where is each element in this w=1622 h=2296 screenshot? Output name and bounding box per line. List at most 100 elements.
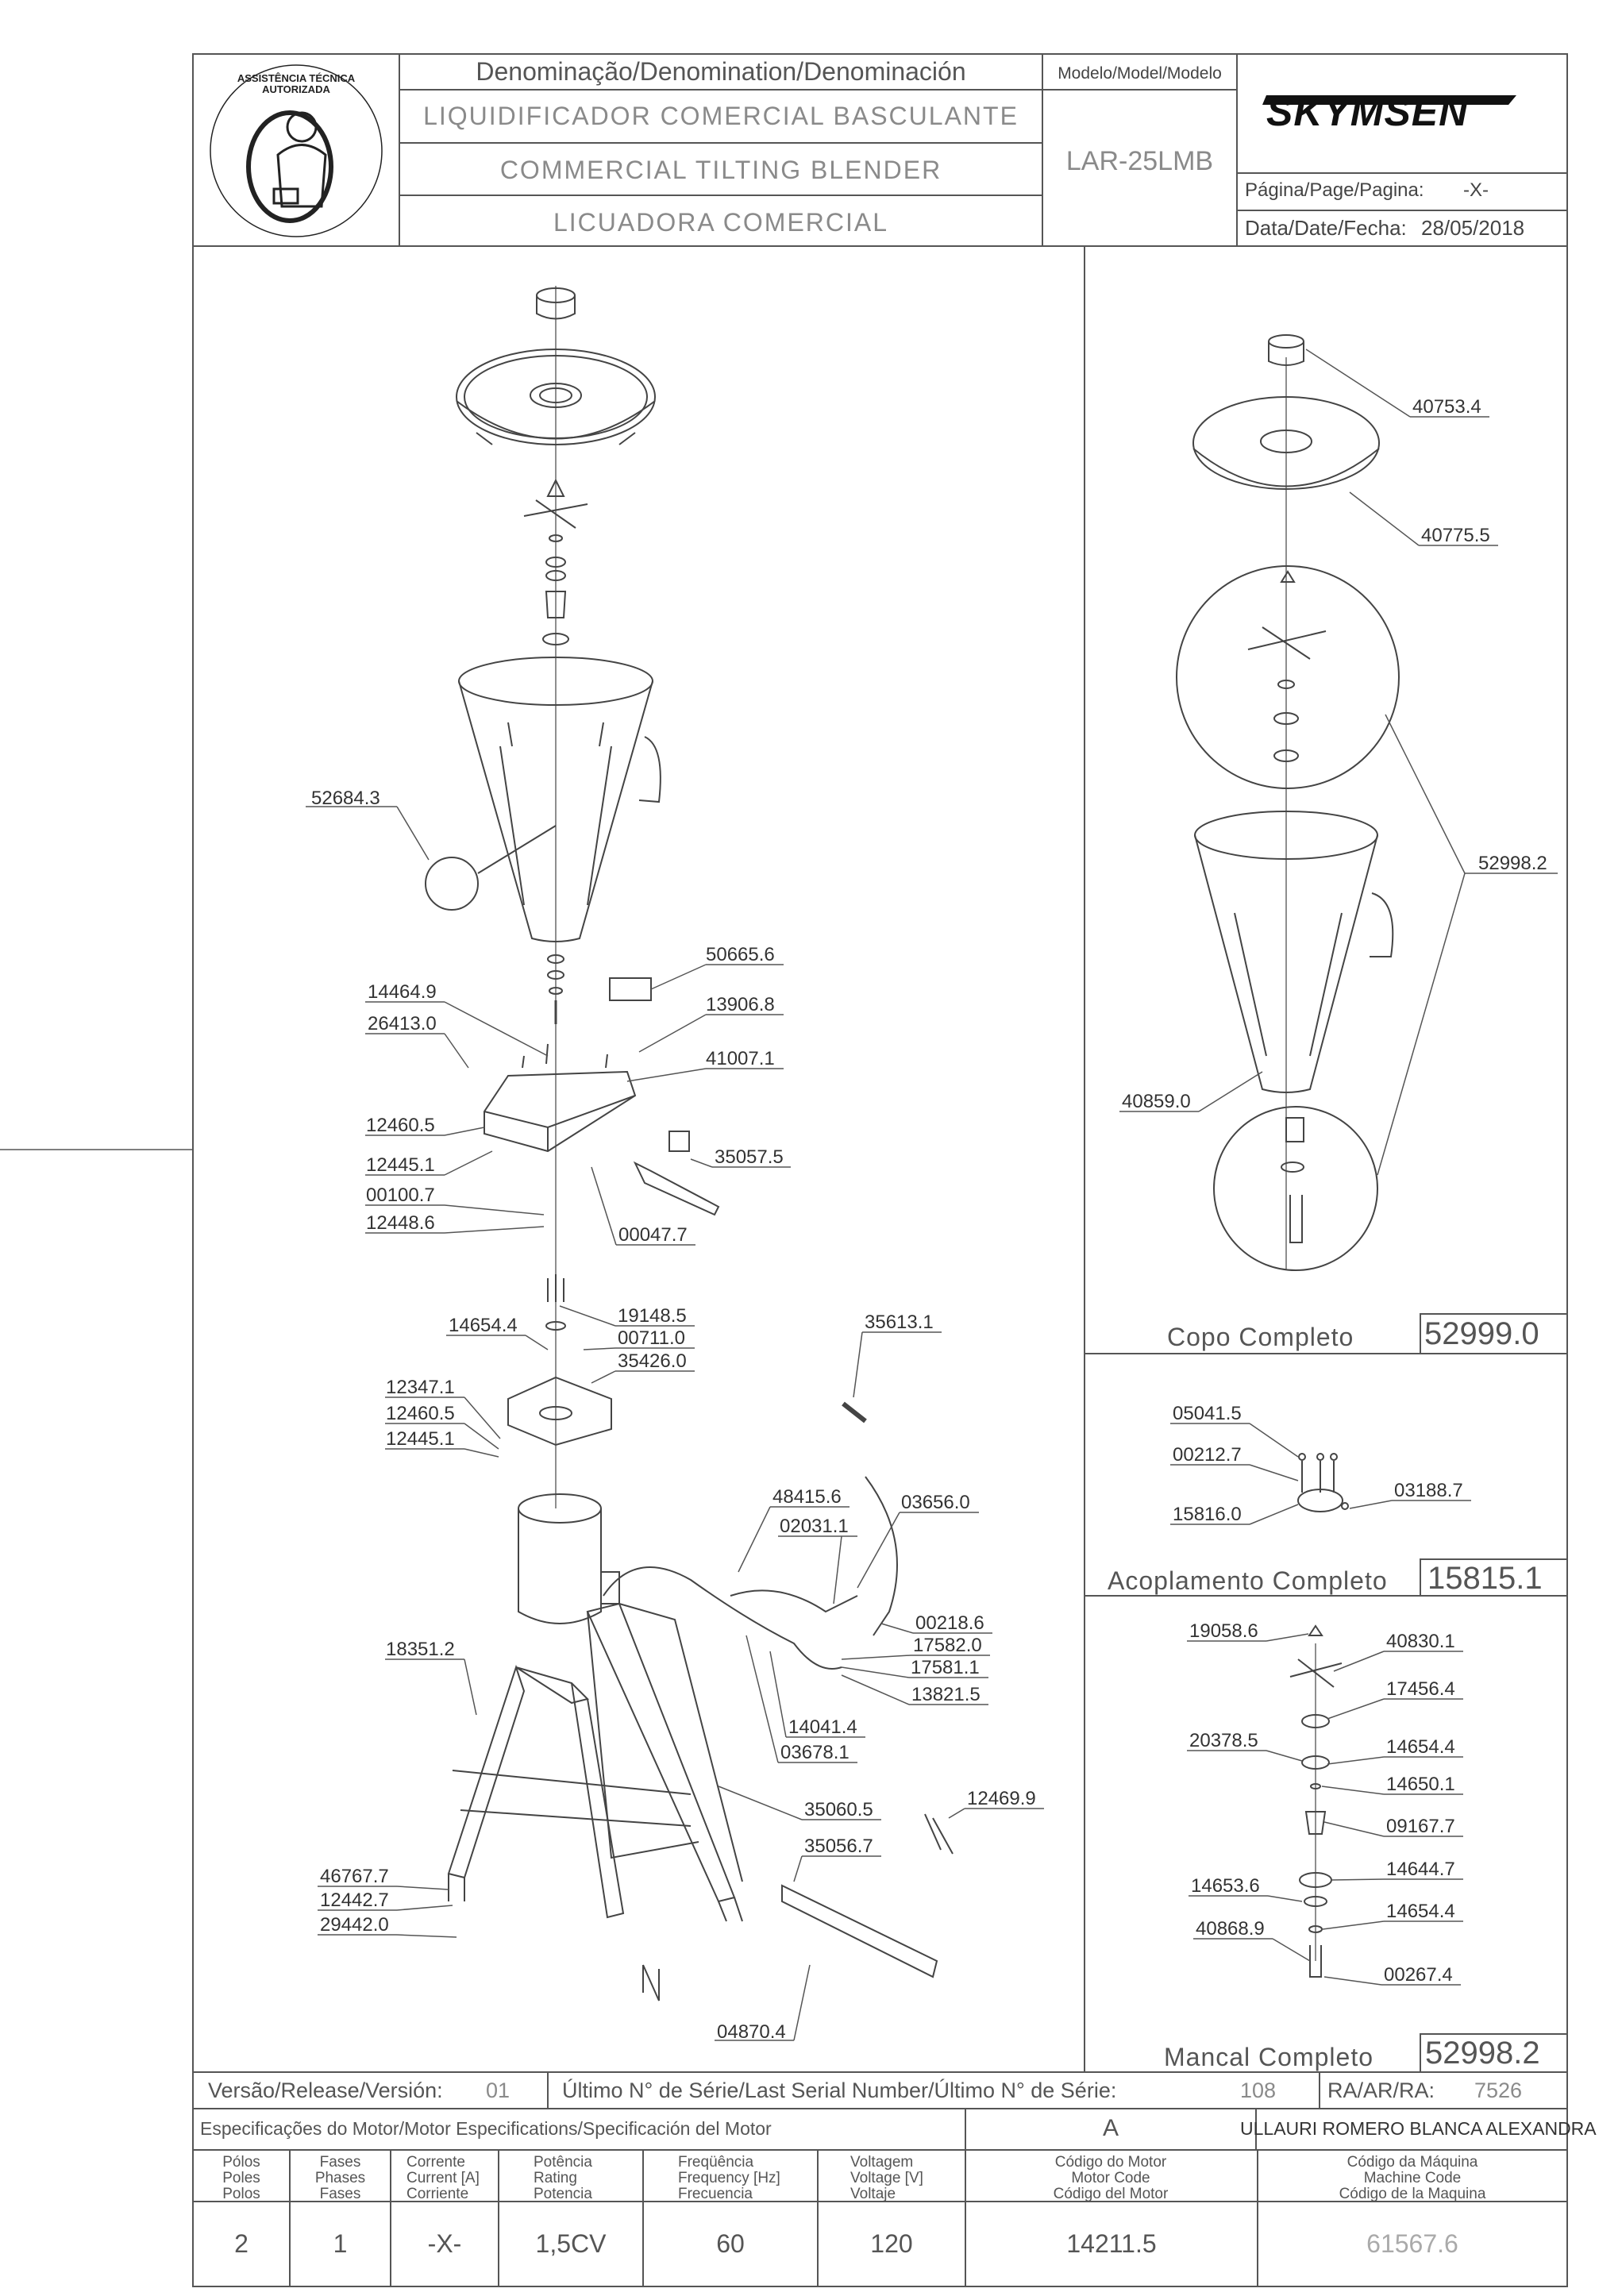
date-label: Data/Date/Fecha:: [1245, 216, 1407, 240]
product-name-es: LICUADORA COMERCIAL: [553, 208, 889, 237]
drawing-author: ULLAURI ROMERO BLANCA ALEXANDRA: [1240, 2118, 1597, 2139]
model-label: Modelo/Model/Modelo: [1058, 64, 1222, 83]
part-label: 12445.1: [386, 1428, 455, 1450]
part-label: 00711.0: [618, 1327, 685, 1349]
part-label: 02031.1: [780, 1516, 849, 1537]
main-leader-lines: [306, 806, 1044, 2041]
part-label: 52684.3: [311, 788, 380, 809]
version-value: 01: [486, 2078, 510, 2102]
phases-value: 1: [333, 2229, 348, 2258]
ra-label: RA/AR/RA:: [1327, 2078, 1435, 2102]
authorized-service-seal: [210, 64, 383, 237]
mancal-code: 52998.2: [1425, 2036, 1540, 2071]
part-label: 13821.5: [911, 1684, 981, 1705]
acoplamento-part-label: 15816.0: [1173, 1504, 1242, 1525]
copo-title: Copo Completo: [1167, 1323, 1354, 1351]
part-label: 00047.7: [618, 1224, 688, 1246]
motor-spec-label: Especificações do Motor/Motor Especifica…: [200, 2118, 772, 2139]
part-label: 03656.0: [901, 1492, 970, 1513]
acoplamento-part-label: 05041.5: [1173, 1403, 1242, 1424]
mancal-part-label: 14644.7: [1386, 1859, 1455, 1880]
part-label: 35056.7: [804, 1836, 873, 1857]
acoplamento-title: Acoplamento Completo: [1108, 1566, 1388, 1595]
mancal-drawing: [1289, 1624, 1343, 1978]
part-label: 04870.4: [717, 2021, 786, 2043]
part-label: 14041.4: [788, 1716, 857, 1738]
voltage-value: 120: [870, 2229, 913, 2258]
acoplamento-part-label: 00212.7: [1173, 1444, 1242, 1466]
mancal-title: Mancal Completo: [1164, 2043, 1373, 2071]
mancal-part-label: 17456.4: [1386, 1678, 1455, 1700]
revision-letter: A: [1102, 2115, 1119, 2141]
mancal-part-label: 19058.6: [1189, 1620, 1258, 1642]
part-label: 12442.7: [320, 1890, 389, 1911]
current-value: -X-: [427, 2229, 462, 2258]
part-label: 19148.5: [618, 1305, 687, 1327]
copo-part-label: 40775.5: [1421, 525, 1490, 546]
part-label: 03678.1: [780, 1742, 850, 1763]
page-label: Página/Page/Pagina:: [1245, 179, 1424, 201]
part-label: 00100.7: [366, 1185, 435, 1206]
date-value: 28/05/2018: [1421, 216, 1525, 240]
mancal-leader-lines: [1187, 1633, 1463, 1986]
acoplamento-drawing: [1297, 1453, 1349, 1512]
acoplamento-leader-lines: [1170, 1423, 1471, 1525]
part-label: 12448.6: [366, 1212, 435, 1234]
part-label: 35613.1: [865, 1312, 934, 1333]
part-label: 35060.5: [804, 1799, 873, 1820]
brand-name: SKYMSEN: [1266, 90, 1469, 134]
mancal-part-label: 20378.5: [1189, 1730, 1258, 1751]
product-name-en: COMMERCIAL TILTING BLENDER: [499, 156, 942, 184]
mancal-part-label: 14654.4: [1386, 1901, 1455, 1922]
mancal-part-label: 00267.4: [1384, 1964, 1453, 1986]
serial-value: 108: [1240, 2078, 1277, 2102]
part-label: 41007.1: [706, 1048, 775, 1069]
frequency-value: 60: [716, 2229, 745, 2258]
part-label: 17581.1: [911, 1657, 980, 1678]
motor-code-value: 14211.5: [1066, 2229, 1157, 2258]
part-label: 17582.0: [913, 1635, 982, 1656]
product-name-pt: LIQUIDIFICADOR COMERCIAL BASCULANTE: [423, 102, 1019, 130]
mancal-part-label: 14653.6: [1191, 1875, 1260, 1897]
part-label: 46767.7: [320, 1866, 389, 1887]
page-value: -X-: [1463, 179, 1489, 201]
part-label: 18351.2: [386, 1639, 455, 1660]
copo-drawing: [1176, 334, 1400, 1271]
acoplamento-part-label: 03188.7: [1394, 1480, 1463, 1501]
part-label: 12347.1: [386, 1377, 455, 1398]
brand-logo: [1262, 95, 1516, 105]
copo-leader-lines: [1119, 349, 1558, 1176]
rating-value: 1,5CV: [535, 2229, 607, 2258]
mancal-part-label: 40830.1: [1386, 1631, 1455, 1652]
part-label: 12469.9: [967, 1788, 1036, 1809]
part-label: 14464.9: [368, 981, 437, 1003]
seal-text: ASSISTÊNCIA TÉCNICA AUTORIZADA: [237, 72, 356, 96]
part-label: 13906.8: [706, 994, 775, 1015]
ra-value: 7526: [1474, 2078, 1523, 2102]
mancal-part-label: 14654.4: [1386, 1736, 1455, 1758]
mancal-part-label: 40868.9: [1196, 1918, 1265, 1940]
copo-code: 52999.0: [1424, 1316, 1539, 1351]
mancal-part-label: 14650.1: [1386, 1774, 1455, 1795]
part-label: 00218.6: [915, 1612, 984, 1634]
part-label: 48415.6: [772, 1486, 842, 1508]
copo-part-label: 40753.4: [1412, 396, 1481, 418]
serial-label: Último N° de Série/Last Serial Number/Úl…: [562, 2078, 1117, 2102]
part-label: 12460.5: [366, 1115, 435, 1136]
part-label: 50665.6: [706, 944, 775, 965]
machine-code-value: 61567.6: [1366, 2229, 1458, 2258]
copo-part-label: 40859.0: [1122, 1091, 1191, 1112]
part-label: 12460.5: [386, 1403, 455, 1424]
version-label: Versão/Release/Versión:: [208, 2078, 443, 2102]
denomination-title: Denominação/Denomination/Denominación: [476, 57, 966, 86]
copo-part-label: 52998.2: [1478, 853, 1547, 874]
model-value: LAR-25LMB: [1065, 146, 1214, 176]
